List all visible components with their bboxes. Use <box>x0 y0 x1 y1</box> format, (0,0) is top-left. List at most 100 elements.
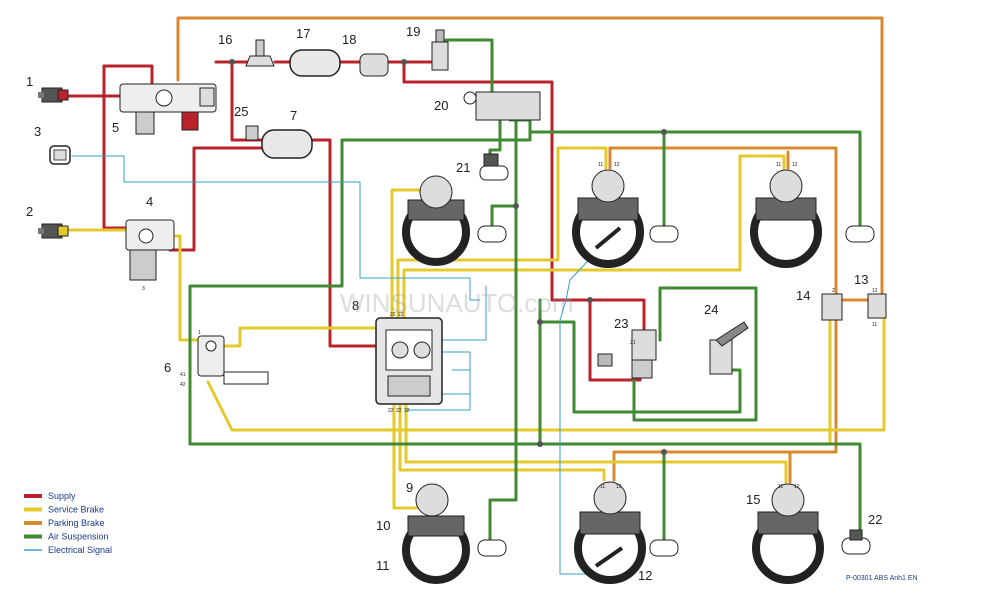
components <box>38 29 887 584</box>
lifting-valve <box>431 29 449 71</box>
air-line-center2 <box>538 320 742 414</box>
air-line-19-to-20 <box>444 38 494 94</box>
port-3-4: 3 <box>142 286 145 292</box>
legend-label-parking: Parking Brake <box>48 518 105 528</box>
signal-line-8-right <box>439 285 487 341</box>
service-line-8-down-mid <box>398 404 606 482</box>
service-line-4-to-6 <box>160 234 208 342</box>
callout-18: 18 <box>342 32 356 47</box>
service-line-6-down <box>206 302 886 432</box>
pressure-switch-21 <box>479 153 509 181</box>
callout-15: 15 <box>746 492 760 507</box>
supply-line-23b <box>588 298 646 332</box>
callout-21: 21 <box>456 160 470 175</box>
callout-22: 22 <box>868 512 882 527</box>
levelling-valve-block <box>463 91 541 121</box>
signal-line-loop <box>405 369 471 411</box>
air-reservoir-7 <box>261 129 313 159</box>
supply-line-to-20 <box>402 60 592 302</box>
coupling-head-supply <box>38 87 69 103</box>
port-11-b: 11 <box>776 162 781 168</box>
relay-valve-13 <box>867 293 887 319</box>
callout-16: 16 <box>218 32 232 47</box>
port-1-6: 1 <box>198 330 201 336</box>
supply-line-to-8 <box>308 138 382 348</box>
watermark: WINSUNAUTO.com <box>340 288 574 318</box>
wheel-rear-right-bottom <box>752 483 824 584</box>
wheel-rear-left-bottom <box>574 481 646 584</box>
callout-9: 9 <box>406 480 413 495</box>
air-line-bellows-left <box>490 204 518 228</box>
port-2-14: 2 <box>832 288 835 294</box>
air-line-24 <box>632 286 758 422</box>
wheel-front-left-bottom <box>402 483 470 584</box>
parking-brake-lines <box>176 16 884 484</box>
legend-label-air: Air Suspension <box>48 532 109 542</box>
port-11-13: 11 <box>872 322 877 328</box>
ebs-modulator <box>375 317 443 405</box>
air-line-top-right <box>528 130 862 228</box>
pipe-network <box>60 16 886 575</box>
service-line-8-up2 <box>396 146 608 320</box>
callout-8: 8 <box>352 298 359 313</box>
air-line-bottom <box>538 442 862 532</box>
callout-13: 13 <box>854 272 868 287</box>
port-22-bottom3: 22 <box>404 408 410 414</box>
callout-19: 19 <box>406 24 420 39</box>
manual-lowering-valve <box>709 321 749 375</box>
port-41: 41 <box>180 372 186 378</box>
abs-connector <box>49 145 71 165</box>
callout-1: 1 <box>26 74 33 89</box>
parking-line-lower <box>612 318 838 482</box>
legend-label-signal: Electrical Signal <box>48 545 112 555</box>
port-21: 21 <box>630 340 636 346</box>
legend-label-service: Service Brake <box>48 505 104 515</box>
wheel-rear-right-top <box>750 169 822 268</box>
parking-line-top-loop <box>176 16 884 302</box>
callout-20: 20 <box>434 98 448 113</box>
callout-10: 10 <box>376 518 390 533</box>
callout-12: 12 <box>638 568 652 583</box>
supply-lines <box>64 60 646 382</box>
air-line-20-main <box>488 118 518 542</box>
check-valve-23 <box>597 329 657 379</box>
service-line-8-up <box>390 188 422 320</box>
legend-label-supply: Supply <box>48 491 76 501</box>
supply-line-loop-left <box>102 64 128 230</box>
air-line-20-right <box>188 118 542 446</box>
callout-7: 7 <box>290 108 297 123</box>
callout-labels: 1 2 3 4 5 6 7 8 9 10 11 12 13 14 15 16 1… <box>26 24 882 583</box>
port-22-bottom: 22 <box>388 408 394 414</box>
overflow-valve <box>359 53 389 77</box>
trailer-release-valve <box>119 83 217 135</box>
callout-14: 14 <box>796 288 810 303</box>
wheel-rear-left-top <box>572 169 644 268</box>
air-reservoir-17 <box>289 49 341 77</box>
callout-3: 3 <box>34 124 41 139</box>
port-22-bottom2: 22 <box>396 408 402 414</box>
service-line-6-to-8 <box>218 326 382 348</box>
coupling-head-service <box>38 223 69 239</box>
supply-line-top <box>102 64 154 86</box>
callout-25: 25 <box>234 104 248 119</box>
parking-line-rear-axle <box>608 146 838 302</box>
air-bellows <box>477 225 875 557</box>
signal-line-3 <box>71 155 481 301</box>
pressure-limiting-valve <box>245 39 275 67</box>
port-42: 42 <box>180 382 186 388</box>
port-12-d: 12 <box>794 484 800 490</box>
wheel-front-left-top <box>402 175 470 266</box>
port-labels: 11 12 11 12 11 12 11 12 22 22 22 22 22 4… <box>142 162 878 490</box>
port-12-c: 12 <box>616 484 622 490</box>
callout-4: 4 <box>146 194 153 209</box>
callout-23: 23 <box>614 316 628 331</box>
trailer-emergency-valve <box>125 219 175 281</box>
port-22-top: 22 <box>390 312 396 318</box>
callout-5: 5 <box>112 120 119 135</box>
callout-6: 6 <box>164 360 171 375</box>
port-11-d: 11 <box>778 484 783 490</box>
signal-line-sensor-12 <box>559 249 599 575</box>
port-12-b: 12 <box>792 162 798 168</box>
